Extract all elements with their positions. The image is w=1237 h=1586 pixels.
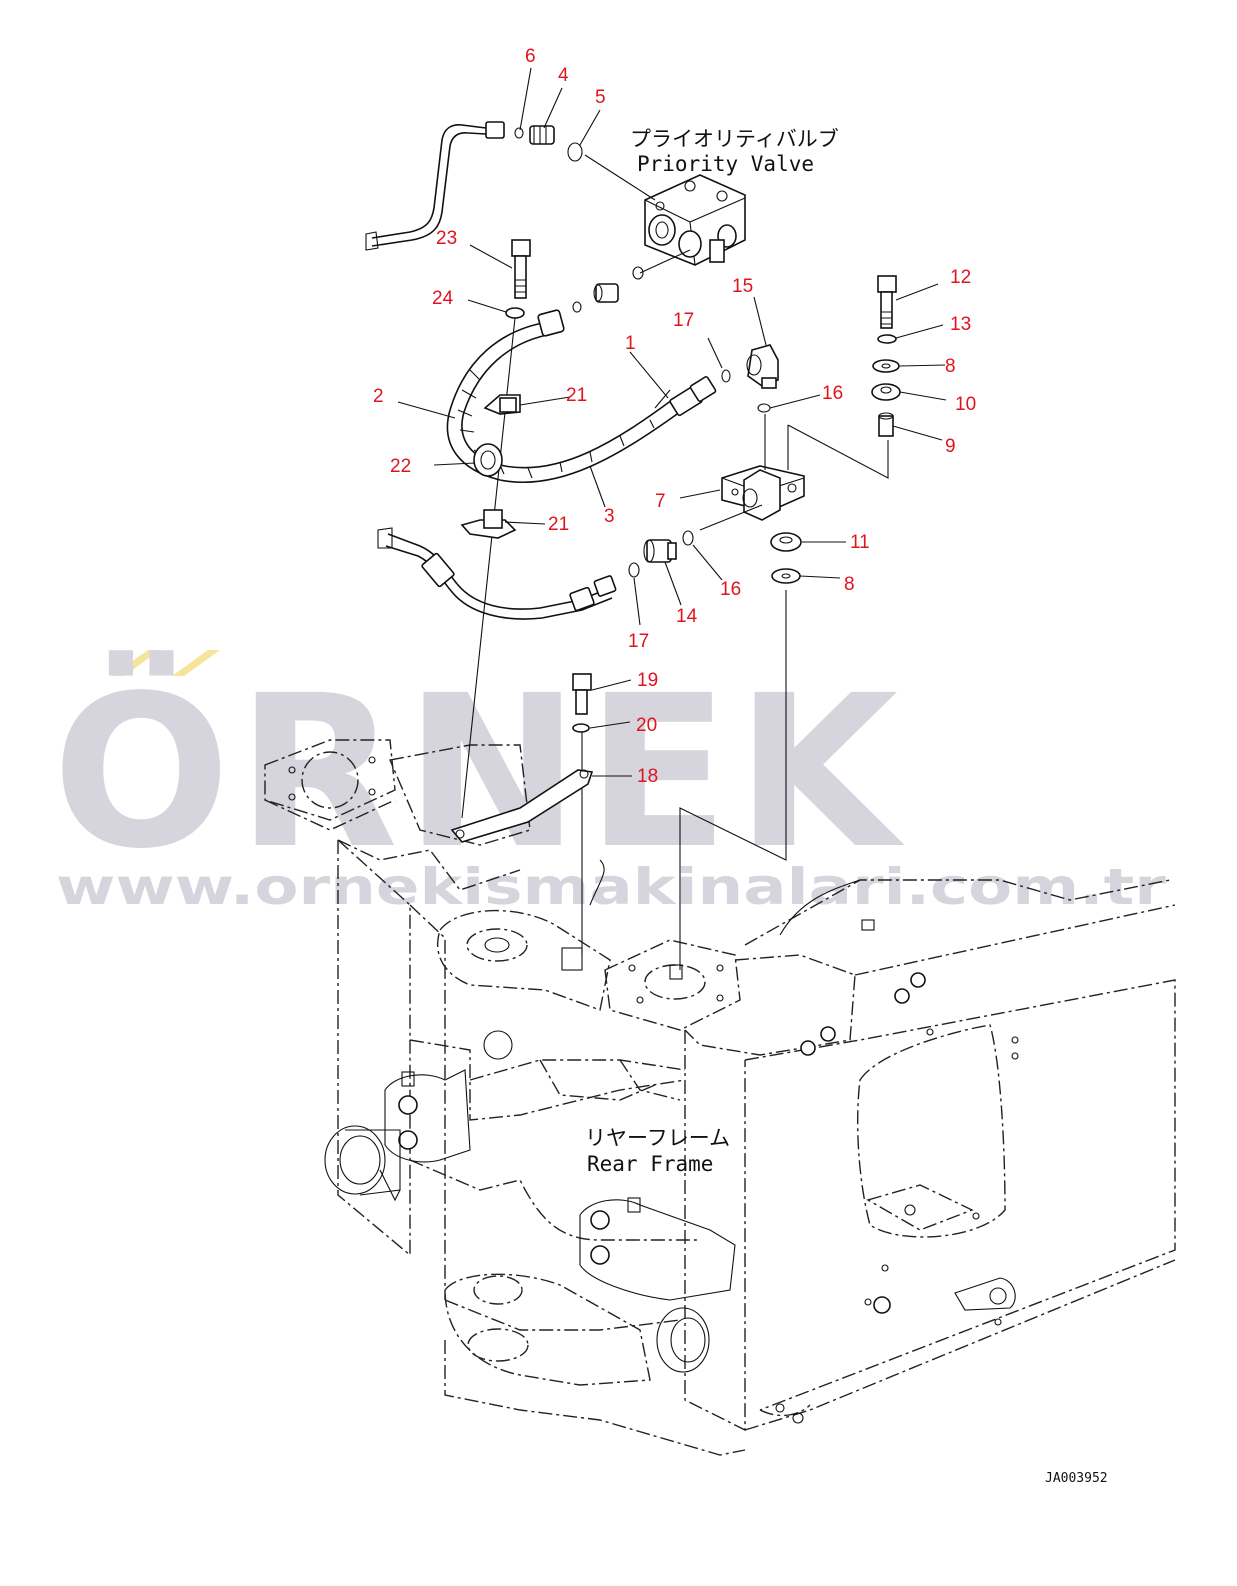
callout-17-lower: 17 — [628, 631, 649, 652]
valve-fitting — [593, 283, 619, 303]
callout-9: 9 — [945, 436, 956, 457]
part-10-washer — [871, 383, 901, 401]
priority-valve-label-jp: プライオリティバルブ — [630, 127, 839, 151]
upper-hose — [365, 121, 505, 251]
callout-14: 14 — [676, 606, 698, 627]
rear-frame-label-jp: リヤーフレーム — [585, 1126, 730, 1150]
part-16-oring-lower — [682, 530, 694, 546]
callout-7: 7 — [655, 491, 666, 512]
rear-frame — [264, 739, 1176, 1456]
callout-18: 18 — [637, 766, 658, 787]
rear-frame-label-en: Rear Frame — [587, 1152, 713, 1176]
callout-numbers: 6 4 5 23 24 1 2 21 22 3 21 17 15 12 13 8… — [373, 46, 976, 787]
part-9-spacer — [878, 412, 894, 437]
callout-6: 6 — [525, 46, 536, 67]
part-13-washer — [877, 334, 897, 344]
callout-11: 11 — [850, 532, 870, 553]
part-20-washer — [572, 723, 590, 733]
part-12-bolt — [877, 275, 897, 329]
watermark: ÖRNEK www.ornekismakinalari.com.tr — [52, 649, 1166, 916]
part-8-washer-lower — [771, 568, 801, 584]
callout-12: 12 — [950, 267, 971, 288]
callout-5: 5 — [595, 87, 606, 108]
part-21-clamp-upper — [483, 394, 521, 415]
part-18-strap — [450, 769, 594, 843]
part-17-oring-upper — [721, 369, 731, 383]
part-11-washer — [770, 532, 802, 552]
part-22-clamp — [473, 443, 503, 477]
watermark-url: www.ornekismakinalari.com.tr — [56, 858, 1166, 916]
priority-valve — [644, 174, 746, 266]
callout-24: 24 — [432, 288, 454, 309]
callout-16-lower: 16 — [720, 579, 741, 600]
part-21-clamp-lower — [460, 509, 517, 539]
callout-10: 10 — [955, 394, 976, 415]
exploded-parts — [365, 121, 901, 970]
callout-16-upper: 16 — [822, 383, 843, 404]
part-8-washer-upper — [872, 359, 900, 373]
drawing-code: JA003952 — [1045, 1471, 1108, 1486]
callout-22: 22 — [390, 456, 411, 477]
part-16-oring-upper — [757, 403, 771, 413]
callout-4: 4 — [558, 65, 569, 86]
callout-15: 15 — [732, 276, 753, 297]
part-24-washer — [505, 307, 525, 319]
callout-21-upper: 21 — [566, 385, 587, 406]
callout-8-lower: 8 — [844, 574, 855, 595]
lower-hose — [377, 527, 617, 620]
part-19-bolt — [572, 673, 592, 715]
callout-2: 2 — [373, 386, 384, 407]
callout-13: 13 — [950, 314, 971, 335]
part-7-block — [721, 465, 805, 521]
part-15-elbow — [746, 344, 779, 389]
leader-lines — [397, 67, 947, 777]
watermark-accent-mark — [112, 650, 160, 676]
callout-3: 3 — [604, 506, 615, 527]
callout-19: 19 — [637, 670, 658, 691]
part-4-adapter — [529, 125, 555, 145]
priority-valve-label-en: Priority Valve — [637, 152, 814, 176]
callout-23: 23 — [436, 228, 457, 249]
callout-8-upper: 8 — [945, 356, 956, 377]
part-6-oring — [514, 127, 524, 139]
part-17-oring-lower — [628, 562, 640, 578]
callout-21-lower: 21 — [548, 514, 569, 535]
captions: プライオリティバルブ Priority Valve リヤーフレーム Rear F… — [585, 127, 1108, 1486]
part-23-bolt — [511, 239, 531, 299]
watermark-accent-mark — [172, 650, 220, 676]
part-14-fitting — [643, 539, 677, 563]
part-5-oring — [567, 142, 583, 162]
callout-17-upper: 17 — [673, 310, 694, 331]
callout-1: 1 — [625, 333, 636, 354]
callout-20: 20 — [636, 715, 657, 736]
